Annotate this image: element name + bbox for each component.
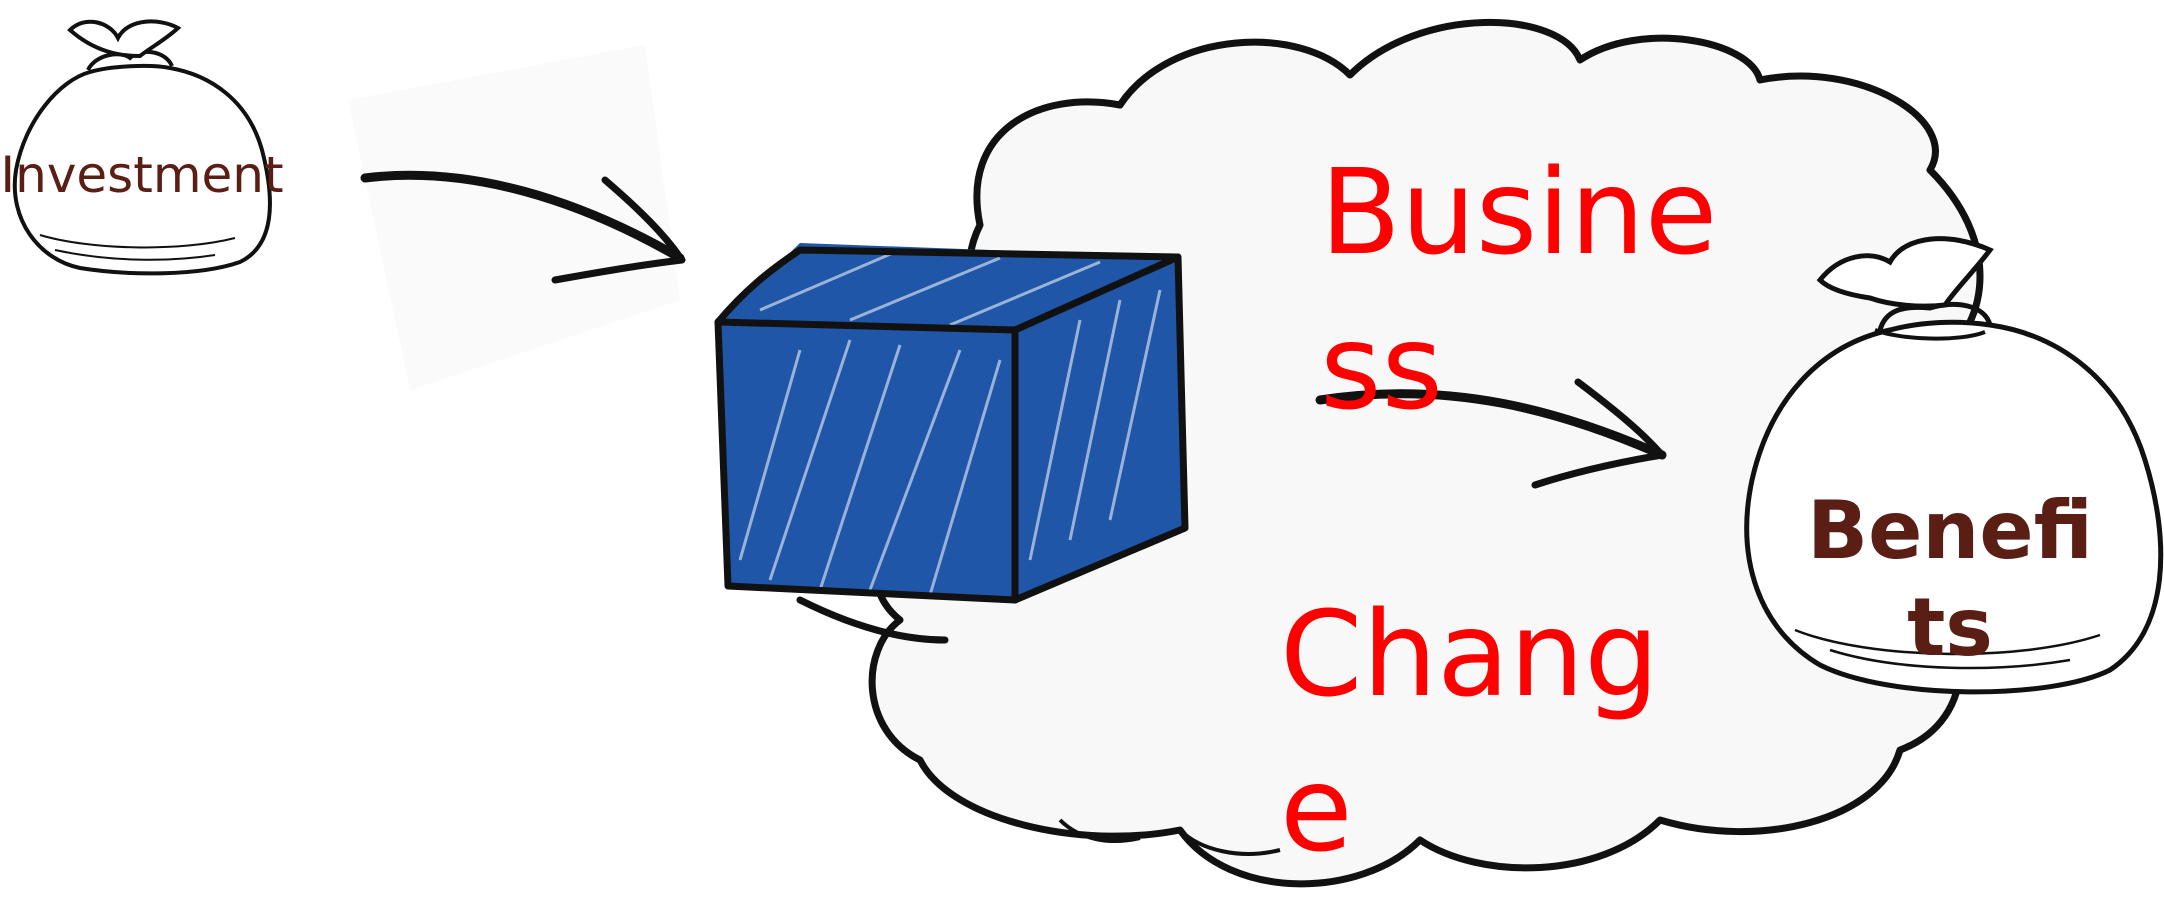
benefits-label-line2: ts	[1907, 581, 1993, 674]
change-label-line1: Chang	[1280, 585, 1659, 723]
change-label-line2: e	[1280, 740, 1353, 878]
benefits-label-line1: Benefi	[1807, 484, 2093, 577]
business-label-line1: Busine	[1320, 143, 1717, 281]
paper-patch	[348, 45, 680, 390]
investment-label: Investment	[0, 146, 283, 204]
business-label-line2: ss	[1320, 298, 1443, 436]
bag-knot-stroke	[70, 21, 178, 56]
